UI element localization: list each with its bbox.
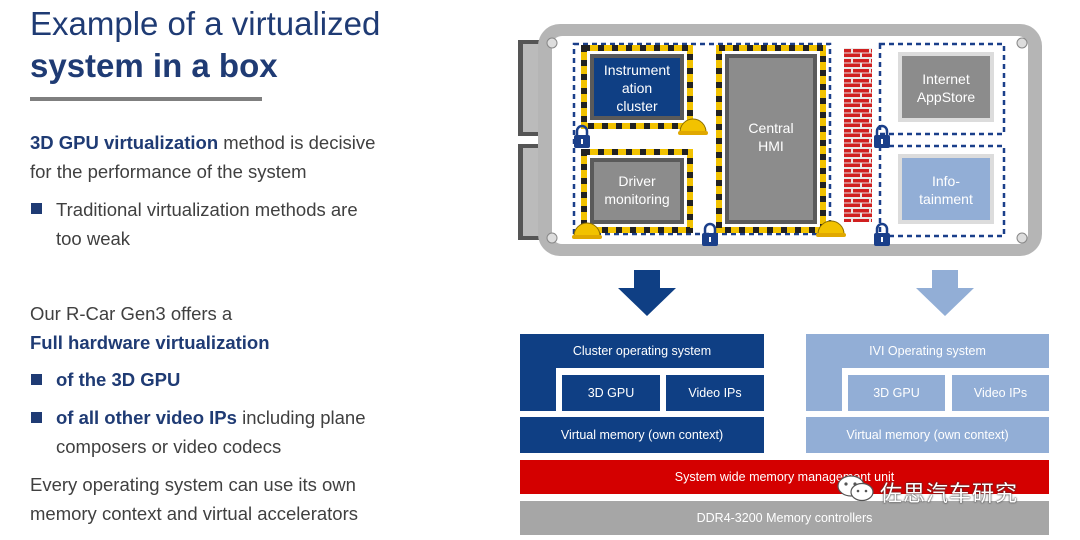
screw-icon [1016, 232, 1028, 244]
bullet-text: composers or video codecs [56, 436, 282, 457]
full-hw-virtualization-emphasis: Full hardware virtualization [30, 332, 270, 353]
bullet-square-icon [31, 374, 42, 385]
left-video-ips-box: Video IPs [666, 375, 764, 411]
padlock-icon [874, 222, 890, 246]
connector-left-bottom [518, 144, 544, 240]
bullet-video-ips: of all other video IPs including plane c… [56, 403, 366, 461]
vm-infotainment-label: Info-tainment [919, 173, 973, 207]
bullet-square-icon [31, 203, 42, 214]
paragraph-text: Our R-Car Gen3 offers a [30, 303, 233, 324]
left-virtual-memory-box: Virtual memory (own context) [520, 417, 764, 453]
bullet-3d-gpu: of the 3D GPU [56, 369, 181, 390]
hard-hat-icon [678, 118, 708, 135]
paragraph-text: method is decisive [218, 132, 376, 153]
virtualized-device-illustration [518, 24, 1042, 256]
slide-title-line2: system in a box [30, 47, 278, 84]
hazard-frame-stripes [581, 149, 693, 233]
hard-hat-icon [572, 222, 602, 239]
arrow-down-light-icon [916, 270, 974, 316]
screw-icon [546, 37, 558, 49]
ivi-os-extension [806, 368, 842, 411]
vm-driver-monitoring [590, 158, 684, 224]
paragraph-memory-context: Every operating system can use its own m… [30, 470, 358, 528]
bullet-text: too weak [56, 228, 131, 249]
left-3d-gpu-box: 3D GPU [562, 375, 660, 411]
padlock-icon [874, 124, 890, 148]
bullet-text: including plane [236, 407, 366, 428]
cluster-os-box: Cluster operating system [520, 334, 764, 368]
paragraph-text: for the performance of the system [30, 161, 307, 182]
vm-infotainment [898, 154, 994, 224]
paragraph-gpu-virtualization: 3D GPU virtualization method is decisive… [30, 128, 375, 186]
gpu-virtualization-emphasis: 3D GPU virtualization [30, 132, 219, 153]
mmu-box: System wide memory management unit [520, 460, 1049, 494]
padlock-icon [574, 124, 590, 148]
paragraph-text: Every operating system can use its own [30, 474, 356, 495]
right-video-ips-box: Video IPs [952, 375, 1049, 411]
ddr-memory-controllers-box: DDR4-3200 Memory controllers [520, 501, 1049, 535]
hazard-frame-stripes [581, 45, 693, 129]
paragraph-rcar-offers: Our R-Car Gen3 offers a Full hardware vi… [30, 299, 270, 357]
padlock-icon [702, 222, 718, 246]
hazard-frame-stripes [716, 45, 826, 233]
vm-central-hmi [725, 54, 817, 224]
partition-internet-boundary [878, 42, 1006, 136]
slide-title-line1: Example of a virtualized [30, 5, 381, 42]
vm-internet-appstore [898, 52, 994, 122]
watermark-text: 佐思汽车研究 [880, 482, 1019, 507]
ivi-os-box: IVI Operating system [806, 334, 1049, 368]
right-3d-gpu-box: 3D GPU [848, 375, 945, 411]
arrow-down-dark-icon [618, 270, 676, 316]
paragraph-text: memory context and virtual accelerators [30, 503, 358, 524]
wechat-logo-icon [836, 474, 876, 504]
right-virtual-memory-box: Virtual memory (own context) [806, 417, 1049, 453]
screw-icon [1016, 37, 1028, 49]
cluster-os-extension [520, 368, 556, 411]
bullet-traditional-methods: Traditional virtualization methods are t… [56, 195, 358, 253]
partition-infotainment-boundary [878, 144, 1006, 238]
screw-icon [546, 232, 558, 244]
hard-hat-icon [816, 220, 846, 237]
firewall-brick-wall [844, 48, 872, 222]
bullet-square-icon [31, 412, 42, 423]
title-underline [30, 97, 262, 101]
vm-instrument-cluster [590, 54, 684, 120]
bullet-text: Traditional virtualization methods are [56, 199, 358, 220]
video-ips-emphasis: of all other video IPs [56, 407, 237, 428]
